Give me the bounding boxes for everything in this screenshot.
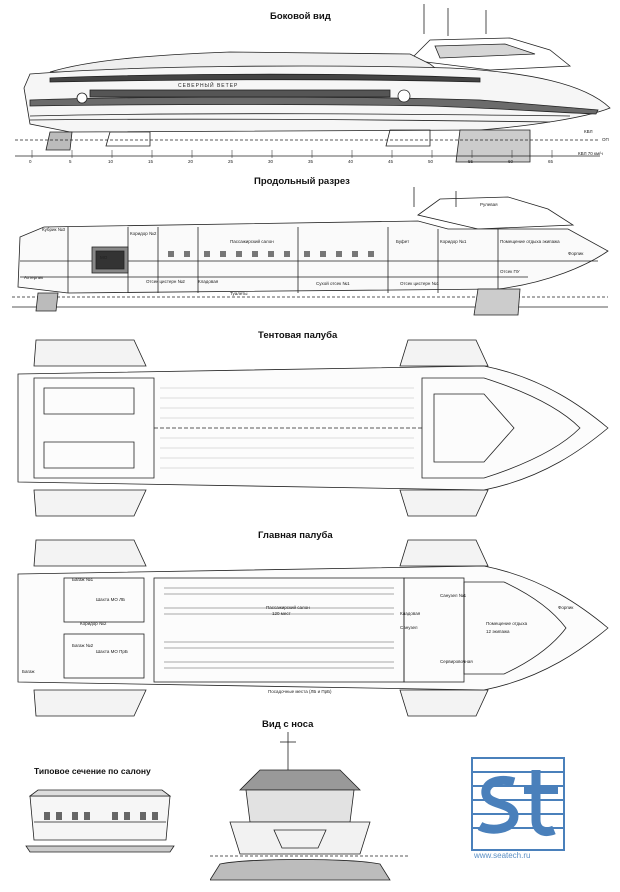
room-label: Посадочные места (ЛБ и ПрБ): [268, 689, 332, 694]
room-label: Помещение отдыха экипажа: [500, 239, 560, 244]
room-label: Форпик: [558, 605, 574, 610]
awning-deck-title: Тентовая палуба: [258, 330, 338, 341]
dwl-label: КВЛ: [584, 129, 593, 134]
frame-number: 5: [69, 159, 72, 164]
frame-number: 30: [268, 159, 274, 164]
longitudinal-section-title: Продольный разрез: [254, 176, 350, 187]
frame-number: 10: [108, 159, 114, 164]
room-label: Коридор №2: [130, 231, 157, 236]
dwl-label: ОП: [602, 137, 609, 142]
frame-number: 35: [308, 159, 314, 164]
room-label: Багаж №1: [72, 577, 94, 582]
room-label: Багаж №2: [72, 643, 94, 648]
room-label: Шахта МО ЛБ: [96, 597, 125, 602]
main-deck-title: Главная палуба: [258, 530, 333, 541]
room-label: 12 экипажа: [486, 629, 510, 634]
room-label: Санузел: [400, 625, 418, 630]
main-deck-plan: [14, 538, 614, 720]
dwl-label: КВЛ 70 км/ч: [578, 151, 603, 156]
room-label: Форпик: [568, 251, 584, 256]
frame-number: 60: [508, 159, 514, 164]
room-label: Ахтерпик: [24, 275, 44, 280]
frame-number: 65: [548, 159, 554, 164]
room-label: Коридор №1: [440, 239, 467, 244]
room-label: Пассажирский салон: [266, 605, 310, 610]
bow-view-drawing: [210, 730, 410, 892]
room-label: Отсек цистерн №2: [146, 279, 185, 284]
room-label: Отсек цистерн №1: [400, 281, 439, 286]
room-label: МО: [100, 255, 108, 260]
longitudinal-section-drawing: [8, 185, 620, 325]
room-label: Буфет: [396, 239, 410, 244]
room-label: Кубрик №3: [42, 227, 66, 232]
frame-number: 25: [228, 159, 234, 164]
room-label: Коридор №2: [80, 621, 107, 626]
room-label: Туалеты: [230, 291, 248, 296]
room-label: Отсек ПУ: [500, 269, 520, 274]
frame-number: 40: [348, 159, 354, 164]
side-view-drawing: [10, 0, 620, 175]
room-label: Кладовая: [400, 611, 421, 616]
awning-deck-plan: [14, 338, 614, 520]
room-label: Сухой отсек №1: [316, 281, 350, 286]
room-label: 120 мест: [272, 611, 291, 616]
hull-name: СЕВЕРНЫЙ ВЕТЕР: [178, 83, 239, 89]
frame-number: 45: [388, 159, 394, 164]
frame-number: 55: [468, 159, 474, 164]
room-label: Кладовая: [198, 279, 219, 284]
room-label: Пассажирский салон: [230, 239, 274, 244]
seatech-logo: [470, 756, 566, 866]
room-label: Помещение отдыха: [486, 621, 528, 626]
typical-section-drawing: [20, 782, 180, 858]
room-label: Рулевая: [480, 202, 498, 207]
frame-number: 15: [148, 159, 154, 164]
room-label: Багаж: [22, 669, 35, 674]
room-label: Шахта МО ПрБ: [96, 649, 128, 654]
room-label: Сервировочная: [440, 659, 473, 664]
website-url[interactable]: www.seatech.ru: [474, 851, 531, 860]
side-view-title: Боковой вид: [270, 11, 331, 22]
typical-section-title: Типовое сечение по салону: [34, 766, 151, 776]
frame-number: 0: [29, 159, 32, 164]
frame-number: 20: [188, 159, 194, 164]
bow-view-title: Вид с носа: [262, 719, 314, 730]
room-label: Санузел №1: [440, 593, 467, 598]
frame-number: 50: [428, 159, 434, 164]
